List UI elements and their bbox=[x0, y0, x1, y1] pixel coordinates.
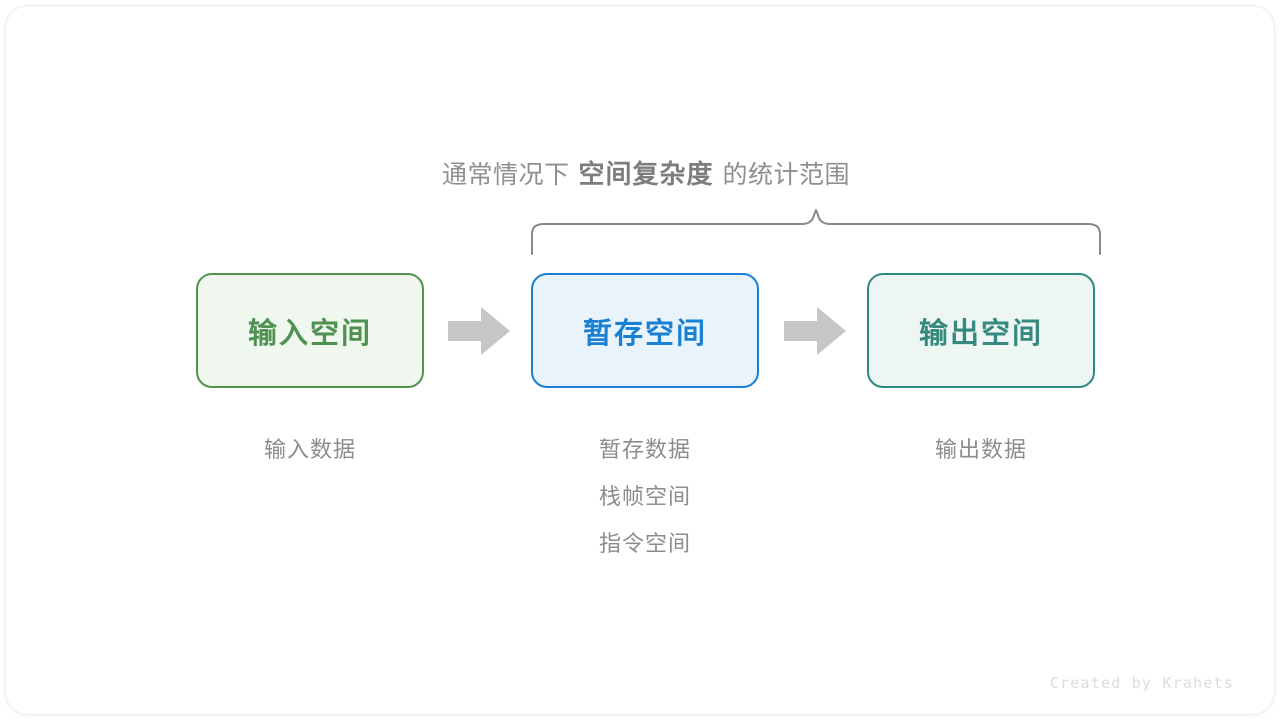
figure-card: 通常情况下空间复杂度的统计范围 输入空间 暂存空间 输出空间 bbox=[6, 6, 1274, 714]
box-temp-space[interactable]: 暂存空间 bbox=[531, 273, 759, 388]
labels-output-space: 输出数据 bbox=[867, 426, 1095, 473]
box-output-space-title: 输出空间 bbox=[918, 317, 1043, 350]
label-item: 指令空间 bbox=[598, 531, 691, 556]
arrow-right-icon-svg bbox=[448, 307, 510, 355]
arrow-right-icon bbox=[448, 307, 510, 355]
curly-brace-svg bbox=[531, 209, 1101, 255]
figure-caption: 通常情况下空间复杂度的统计范围 bbox=[6, 156, 1280, 193]
watermark: Created by Krahets bbox=[1049, 674, 1234, 692]
label-item: 输出数据 bbox=[934, 437, 1027, 462]
box-temp-space-title: 暂存空间 bbox=[582, 317, 707, 350]
arrow-right-icon bbox=[784, 307, 846, 355]
labels-temp-space: 暂存数据 栈帧空间 指令空间 bbox=[531, 426, 759, 567]
caption-emphasis: 空间复杂度 bbox=[578, 159, 714, 189]
arrow-right-icon-svg bbox=[784, 307, 846, 355]
label-item: 输入数据 bbox=[263, 437, 356, 462]
caption-suffix: 的统计范围 bbox=[722, 161, 851, 189]
label-item: 暂存数据 bbox=[598, 437, 691, 462]
curly-brace bbox=[521, 204, 1111, 260]
box-input-space-title: 输入空间 bbox=[247, 317, 372, 350]
labels-input-space: 输入数据 bbox=[196, 426, 424, 473]
caption-prefix: 通常情况下 bbox=[441, 161, 570, 189]
box-output-space[interactable]: 输出空间 bbox=[867, 273, 1095, 388]
box-input-space[interactable]: 输入空间 bbox=[196, 273, 424, 388]
label-item: 栈帧空间 bbox=[598, 484, 691, 509]
